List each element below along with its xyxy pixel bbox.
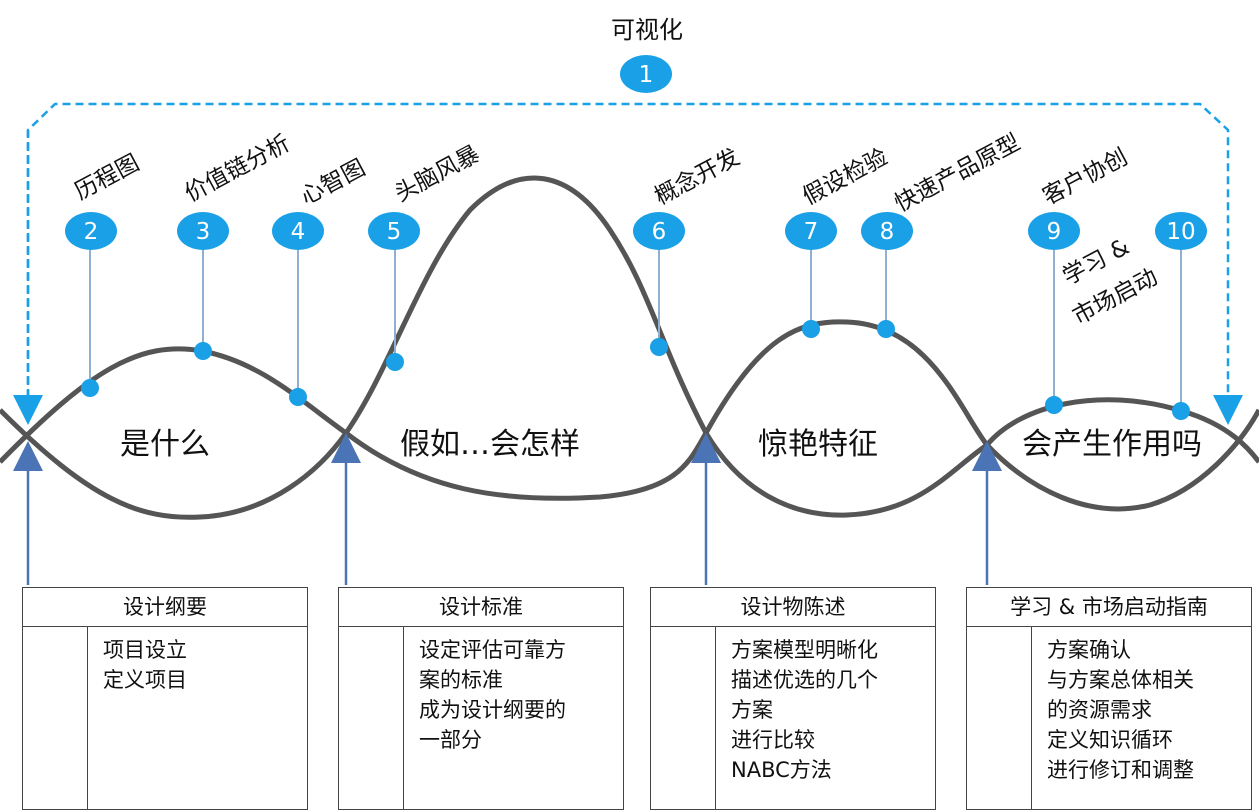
box-line: 成为设计纲要的 <box>419 698 566 722</box>
tool-label-mind-map: 心智图 <box>297 155 370 210</box>
tool-label-rapid-prototype: 快速产品原型 <box>891 130 1025 218</box>
step-badge-5 <box>368 212 420 250</box>
step-number-7: 7 <box>804 219 819 245</box>
tool-label-journey-map: 历程图 <box>71 150 144 205</box>
box-line: 定义项目 <box>103 668 187 692</box>
stage-label-what-wows: 惊艳特征 <box>758 427 878 462</box>
box-title: 设计物陈述 <box>651 588 935 627</box>
step-badge-2 <box>65 212 117 250</box>
step-number-6: 6 <box>652 219 667 245</box>
step-number-4: 4 <box>291 219 306 245</box>
box-line: 项目设立 <box>103 638 187 662</box>
step-number-10: 10 <box>1166 219 1195 245</box>
box-line: 方案确认 <box>1047 638 1131 662</box>
box-line: 设定评估可靠方 <box>419 638 566 662</box>
step-badge-9 <box>1028 212 1080 250</box>
box-line: 与方案总体相关 <box>1047 668 1194 692</box>
step-badge-6 <box>633 212 685 250</box>
curve-dot-3 <box>194 342 212 360</box>
box-title: 设计标准 <box>339 588 623 627</box>
stage-label-what-if: 假如…会怎样 <box>400 427 580 462</box>
box-line: 的资源需求 <box>1047 698 1152 722</box>
curve-dot-8 <box>877 320 895 338</box>
curve-dot-6 <box>650 338 668 356</box>
wave-lower-curve <box>0 175 1259 520</box>
tool-label-value-chain: 价值链分析 <box>181 130 295 207</box>
step-badge-10 <box>1155 212 1207 250</box>
step-number-3: 3 <box>196 219 211 245</box>
box-line: 定义知识循环 <box>1047 728 1173 752</box>
stage-label-what-works: 会产生作用吗 <box>1022 427 1202 462</box>
step-badge-3 <box>177 212 229 250</box>
box-line: 进行比较 <box>731 728 815 752</box>
curve-dot-2 <box>81 379 99 397</box>
box-design-statement: 设计物陈述 方案模型明晰化 描述优选的几个 方案 进行比较 NABC方法 <box>650 587 936 810</box>
box-line: 一部分 <box>419 728 482 752</box>
curve-dot-4 <box>289 388 307 406</box>
step-number-5: 5 <box>387 219 402 245</box>
step-badge-8 <box>861 212 913 250</box>
box-design-brief: 设计纲要 项目设立 定义项目 <box>22 587 308 810</box>
step-badges: 2 3 4 5 6 7 8 9 10 <box>65 212 1207 250</box>
box-design-criteria: 设计标准 设定评估可靠方 案的标准 成为设计纲要的 一部分 <box>338 587 624 810</box>
step-number-9: 9 <box>1047 219 1062 245</box>
visualize-dashed-arc <box>26 102 1243 425</box>
curve-dot-7 <box>802 320 820 338</box>
step-number-2: 2 <box>84 219 99 245</box>
stage-label-what-is: 是什么 <box>120 427 210 462</box>
curve-dot-5 <box>386 353 404 371</box>
wave-upper-curve <box>0 319 1259 501</box>
curve-dot-9 <box>1045 396 1063 414</box>
step-number-8: 8 <box>880 219 895 245</box>
step-number-1: 1 <box>639 62 654 88</box>
box-line: 描述优选的几个 <box>731 668 878 692</box>
tool-label-concept-dev: 概念开发 <box>651 144 744 210</box>
box-line: 案的标准 <box>419 668 503 692</box>
box-title: 设计纲要 <box>23 588 307 627</box>
tool-label-assumption-test: 假设检验 <box>799 144 892 210</box>
box-line: 进行修订和调整 <box>1047 758 1194 782</box>
step-badge-4 <box>272 212 324 250</box>
curve-dot-10 <box>1172 402 1190 420</box>
tool-label-customer-cocreate: 客户协创 <box>1039 144 1132 210</box>
box-line: 方案模型明晰化 <box>731 638 878 662</box>
box-line: NABC方法 <box>731 758 832 782</box>
step-badge-1 <box>620 55 672 93</box>
step-badge-7 <box>785 212 837 250</box>
tool-label-brainstorm: 头脑风暴 <box>391 141 484 207</box>
box-learning-launch-guide: 学习 & 市场启动指南 方案确认 与方案总体相关 的资源需求 定义知识循环 进行… <box>966 587 1252 810</box>
box-line: 方案 <box>731 698 773 722</box>
visualize-title: 可视化 <box>611 16 683 44</box>
box-title: 学习 & 市场启动指南 <box>967 588 1251 627</box>
